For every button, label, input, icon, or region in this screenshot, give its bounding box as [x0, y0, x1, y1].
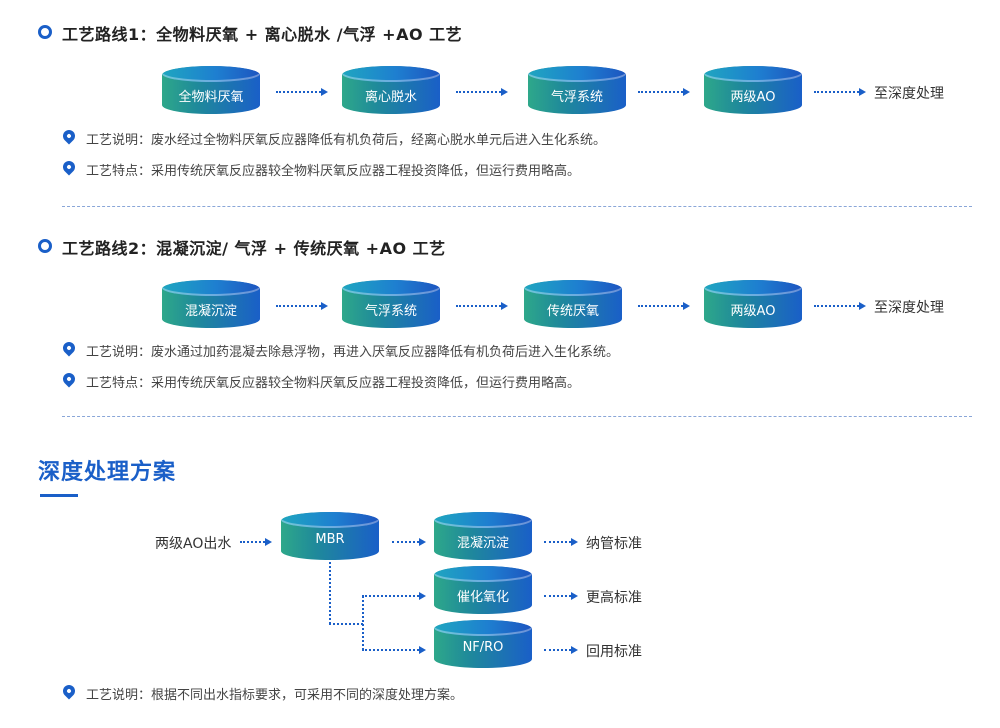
divider-1: [62, 206, 972, 207]
route-2-arrow-4: [814, 302, 866, 310]
route-2-desc-pin-icon: [60, 339, 78, 357]
branch-2-out-arrow: [544, 592, 578, 600]
branch-2-label: 催化氧化: [456, 590, 509, 605]
branch-3-standard: 回用标准: [586, 644, 642, 660]
advanced-input-label: 两级AO出水: [155, 536, 232, 552]
route-1-feature-pin-icon: [60, 158, 78, 176]
route-1-title: 工艺路线1：全物料厌氧 + 离心脱水 /气浮 +AO 工艺: [62, 25, 463, 44]
trunk-to-branch-2-arrow: [362, 592, 426, 600]
route-2-step-2-label: 气浮系统: [364, 304, 417, 319]
branch-2-standard: 更高标准: [586, 590, 642, 606]
branch-1-label: 混凝沉淀: [456, 536, 509, 551]
route-1-step-1-label: 全物料厌氧: [178, 90, 244, 105]
branch-trunk-connector: [362, 596, 364, 650]
route-2-step-4-label: 两级AO: [730, 304, 776, 319]
advanced-desc: 工艺说明：根据不同出水指标要求，可采用不同的深度处理方案。: [86, 688, 464, 703]
route-1-desc: 工艺说明：废水经过全物料厌氧反应器降低有机负荷后，经离心脱水单元后进入生化系统。: [86, 133, 607, 148]
route-2-feature: 工艺特点：采用传统厌氧反应器较全物料厌氧反应器工程投资降低，但运行费用略高。: [86, 376, 581, 391]
route-1-step-2: 离心脱水: [342, 66, 440, 114]
route-1-step-4: 两级AO: [704, 66, 802, 114]
divider-2: [62, 416, 972, 417]
route-2-arrow-3: [638, 302, 690, 310]
route-1-arrow-1: [276, 88, 328, 96]
trunk-to-branch-3-arrow: [362, 646, 426, 654]
route-2-step-1: 混凝沉淀: [162, 280, 260, 328]
branch-2-unit: 催化氧化: [434, 566, 532, 614]
route-1-arrow-3: [638, 88, 690, 96]
route-1-step-3: 气浮系统: [528, 66, 626, 114]
route-1-step-2-label: 离心脱水: [364, 90, 417, 105]
route-2-arrow-1: [276, 302, 328, 310]
mbr-unit: MBR: [281, 512, 379, 560]
route-1-step-3-label: 气浮系统: [550, 90, 603, 105]
branch-3-label: NF/RO: [462, 640, 504, 655]
branch-1-unit: 混凝沉淀: [434, 512, 532, 560]
mbr-label: MBR: [315, 532, 345, 547]
route-2-feature-pin-icon: [60, 370, 78, 388]
branch-3-unit: NF/RO: [434, 620, 532, 668]
route-1-arrow-2: [456, 88, 508, 96]
route-2-desc: 工艺说明：废水通过加药混凝去除悬浮物，再进入厌氧反应器降低有机负荷后进入生化系统…: [86, 345, 620, 360]
route-1-feature: 工艺特点：采用传统厌氧反应器较全物料厌氧反应器工程投资降低，但运行费用略高。: [86, 164, 581, 179]
route-1-arrow-4: [814, 88, 866, 96]
advanced-heading: 深度处理方案: [38, 460, 177, 485]
route-1-end-label: 至深度处理: [874, 86, 944, 102]
route-2-end-label: 至深度处理: [874, 300, 944, 316]
route-1-step-4-label: 两级AO: [730, 90, 776, 105]
advanced-desc-pin-icon: [60, 682, 78, 700]
route-1-ring-icon: [38, 25, 52, 39]
branch-1-out-arrow: [544, 538, 578, 546]
heading-underline: [40, 494, 78, 497]
route-2-step-1-label: 混凝沉淀: [184, 304, 237, 319]
branch-3-out-arrow: [544, 646, 578, 654]
mbr-mid-connector: [329, 623, 363, 625]
route-1-desc-pin-icon: [60, 127, 78, 145]
input-arrow: [240, 538, 272, 546]
route-2-arrow-2: [456, 302, 508, 310]
branch-1-standard: 纳管标准: [586, 536, 642, 552]
route-2-step-3-label: 传统厌氧: [546, 304, 599, 319]
mbr-down-connector: [329, 562, 331, 624]
route-2-ring-icon: [38, 239, 52, 253]
route-2-step-4: 两级AO: [704, 280, 802, 328]
route-2-step-3: 传统厌氧: [524, 280, 622, 328]
route-2-step-2: 气浮系统: [342, 280, 440, 328]
route-2-title: 工艺路线2：混凝沉淀/ 气浮 + 传统厌氧 +AO 工艺: [62, 239, 446, 258]
mbr-to-branch-1-arrow: [392, 538, 426, 546]
route-1-step-1: 全物料厌氧: [162, 66, 260, 114]
